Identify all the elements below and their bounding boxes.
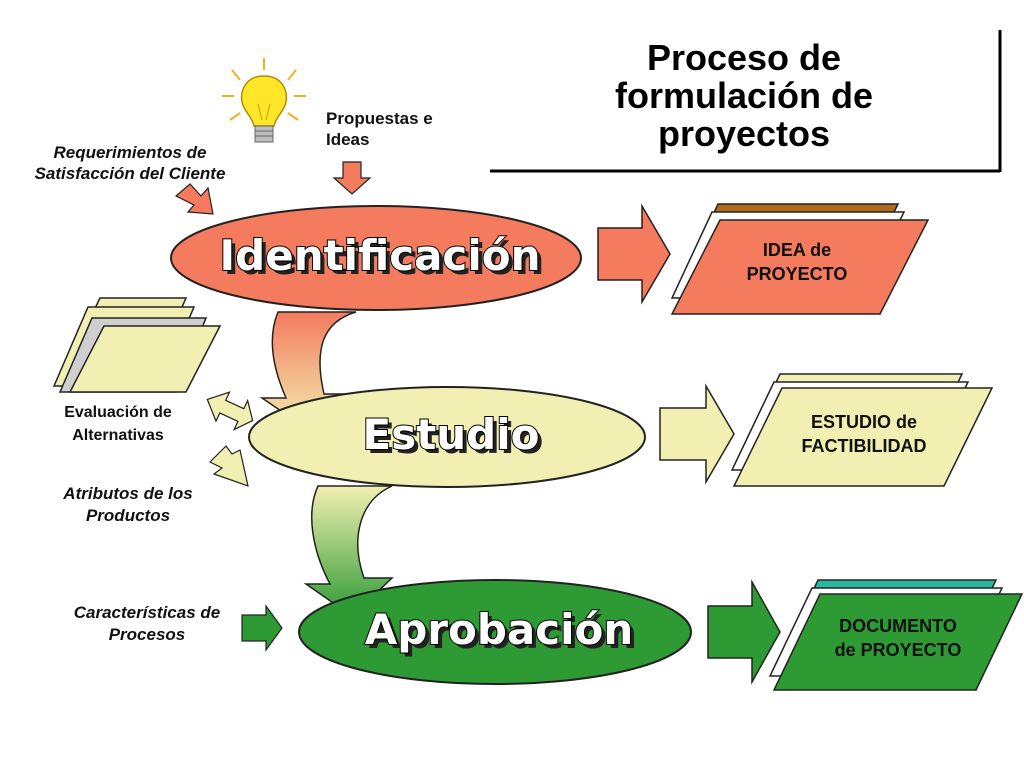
stage-identificacion: Identificación Identificación xyxy=(170,205,582,311)
output-estudio-folder: ESTUDIO de FACTIBILIDAD xyxy=(730,373,994,487)
output-documento-line-1: DOCUMENTO xyxy=(839,616,957,636)
output-estudio-line-1: ESTUDIO de xyxy=(811,412,917,432)
output-documento-line-2: de PROYECTO xyxy=(835,640,962,660)
arrow-evaluacion-icon xyxy=(206,391,254,431)
input-evaluacion-line-2: Alternativas xyxy=(72,427,164,444)
stage-identificacion-label: Identificación xyxy=(220,231,541,280)
arrow-output-documento-icon xyxy=(707,579,781,685)
folder-stack-icon xyxy=(52,297,222,393)
input-atributos-line-2: Productos xyxy=(86,506,170,525)
arrow-requerimientos-icon xyxy=(174,183,214,215)
title-line-2: formulación de xyxy=(615,75,873,116)
stage-estudio: Estudio Estudio xyxy=(248,386,646,488)
input-propuestas-line-2: Ideas xyxy=(326,130,369,149)
title-block: Proceso de formulación de proyectos xyxy=(490,30,1002,173)
input-requerimientos-line-2: Satisfacción del Cliente xyxy=(35,164,226,183)
lightbulb-icon xyxy=(222,58,306,143)
stage-aprobacion-shadow: Aprobación xyxy=(369,609,638,658)
stage-estudio-label: Estudio xyxy=(363,410,540,459)
stage-identificacion-shadow: Identificación xyxy=(224,235,545,284)
arrow-output-idea-icon xyxy=(597,203,671,305)
input-caracteristicas-line-2: Procesos xyxy=(109,625,186,644)
output-idea-folder: IDEA de PROYECTO xyxy=(670,203,930,315)
arrow-propuestas-icon xyxy=(332,161,372,195)
input-evaluacion-line-1: Evaluación de xyxy=(64,404,172,421)
input-propuestas-line-1: Propuestas e xyxy=(326,109,433,128)
arrow-output-estudio-icon xyxy=(659,383,735,485)
stage-aprobacion-label: Aprobación xyxy=(365,605,634,654)
output-idea-line-2: PROYECTO xyxy=(747,264,848,284)
input-atributos-line-1: Atributos de los xyxy=(62,484,192,503)
input-caracteristicas-line-1: Características de xyxy=(74,603,220,622)
title-line-3: proyectos xyxy=(658,113,830,154)
output-idea-line-1: IDEA de xyxy=(763,240,831,260)
stage-aprobacion: Aprobación Aprobación xyxy=(298,579,692,685)
output-documento-folder: DOCUMENTO de PROYECTO xyxy=(768,579,1024,691)
title-line-1: Proceso de xyxy=(647,37,841,78)
output-estudio-line-2: FACTIBILIDAD xyxy=(802,436,927,456)
arrow-caracteristicas-icon xyxy=(241,604,283,652)
stage-estudio-shadow: Estudio xyxy=(367,414,544,463)
arrow-atributos-icon xyxy=(208,445,249,487)
input-requerimientos-line-1: Requerimientos de xyxy=(53,143,206,162)
